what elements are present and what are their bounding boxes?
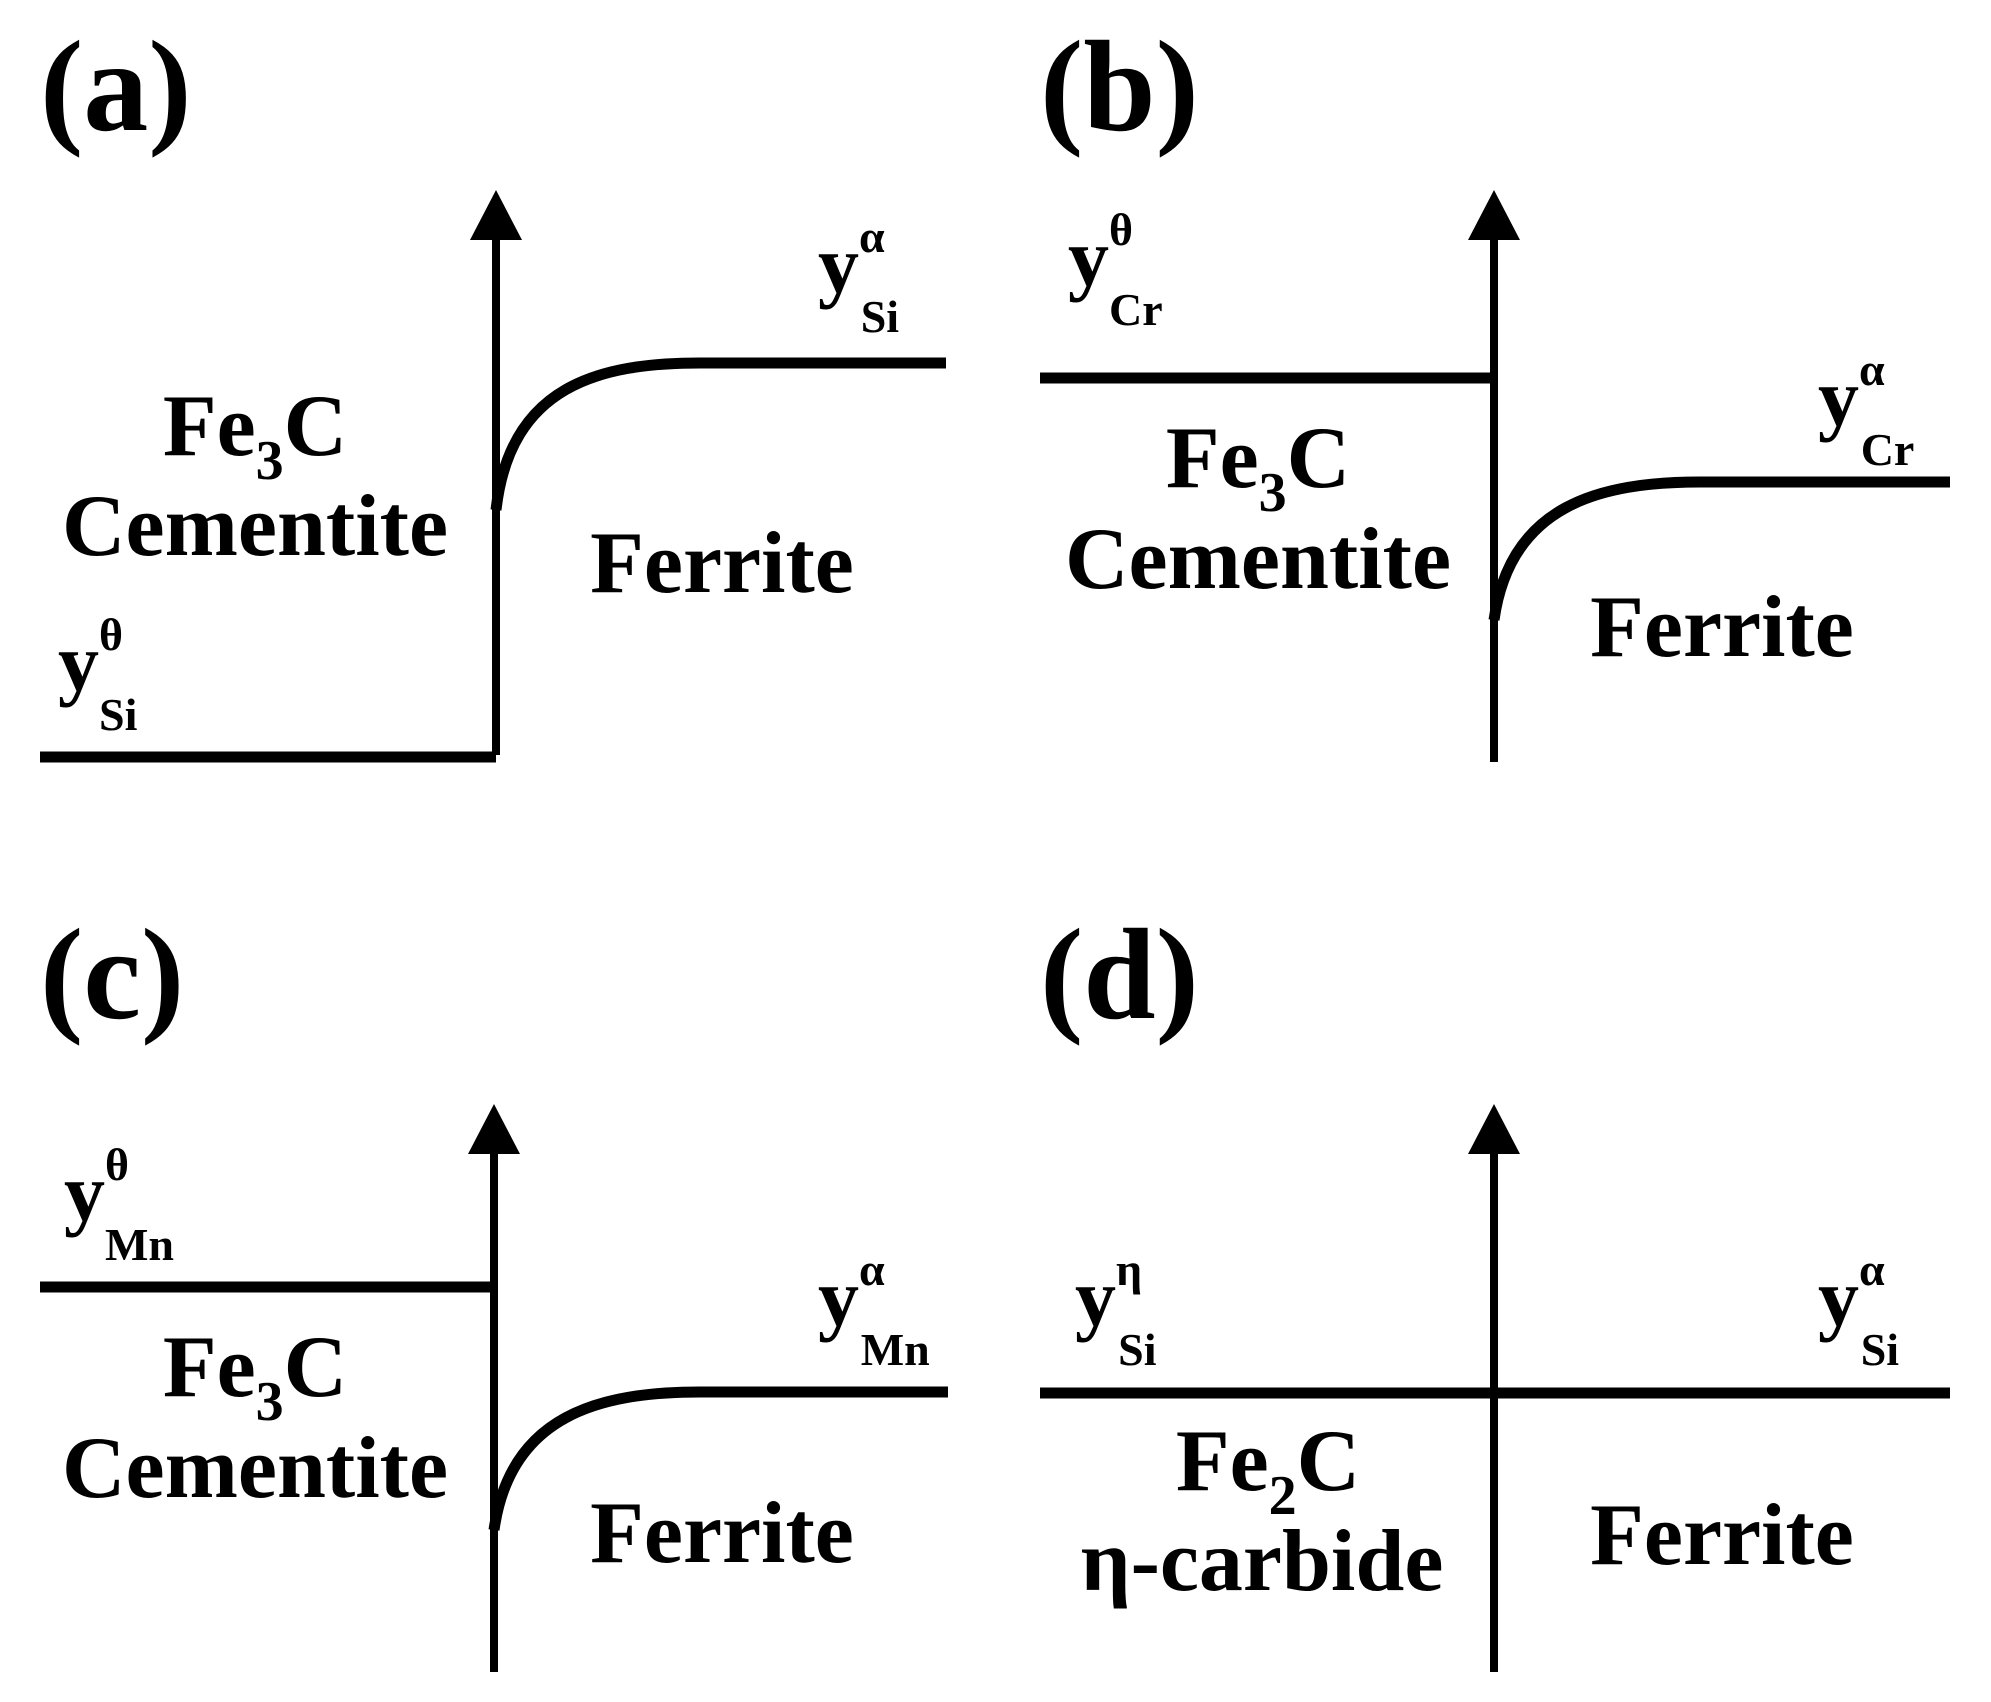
panel-c-left-phase-formula: Fe3C <box>163 1319 347 1433</box>
panel-d-tag: (d) <box>1040 903 1199 1047</box>
panel-a-left-phase-formula: Fe3C <box>163 378 347 492</box>
panel-a-right-phase-name: Ferrite <box>590 515 854 612</box>
panel-c-left-phase-name: Cementite <box>62 1420 448 1517</box>
panel-b-left-phase-formula: Fe3C <box>1166 410 1350 524</box>
panel-c-right-phase-name: Ferrite <box>590 1485 854 1582</box>
panel-a-tag: (a) <box>40 15 192 159</box>
panel-d-left-phase-name: η-carbide <box>1081 1513 1444 1610</box>
panel-b-arrowhead <box>1468 190 1520 240</box>
panel-a-left-phase-name: Cementite <box>62 478 448 575</box>
panel-d-arrowhead <box>1468 1104 1520 1154</box>
panel-c-tag: (c) <box>40 903 184 1047</box>
panel-d-left-phase-formula: Fe2C <box>1176 1413 1360 1527</box>
panel-a-arrowhead <box>470 190 522 240</box>
panel-d-right-phase-name: Ferrite <box>1590 1487 1854 1584</box>
panel-a-right-profile <box>490 357 946 511</box>
panel-b-right-profile <box>1488 476 1950 621</box>
panel-c-right-profile <box>488 1386 948 1531</box>
panel-b-right-phase-name: Ferrite <box>1590 579 1854 676</box>
panel-c-arrowhead <box>468 1104 520 1154</box>
panel-b-tag: (b) <box>1040 15 1199 159</box>
panel-b-left-phase-name: Cementite <box>1065 511 1451 608</box>
